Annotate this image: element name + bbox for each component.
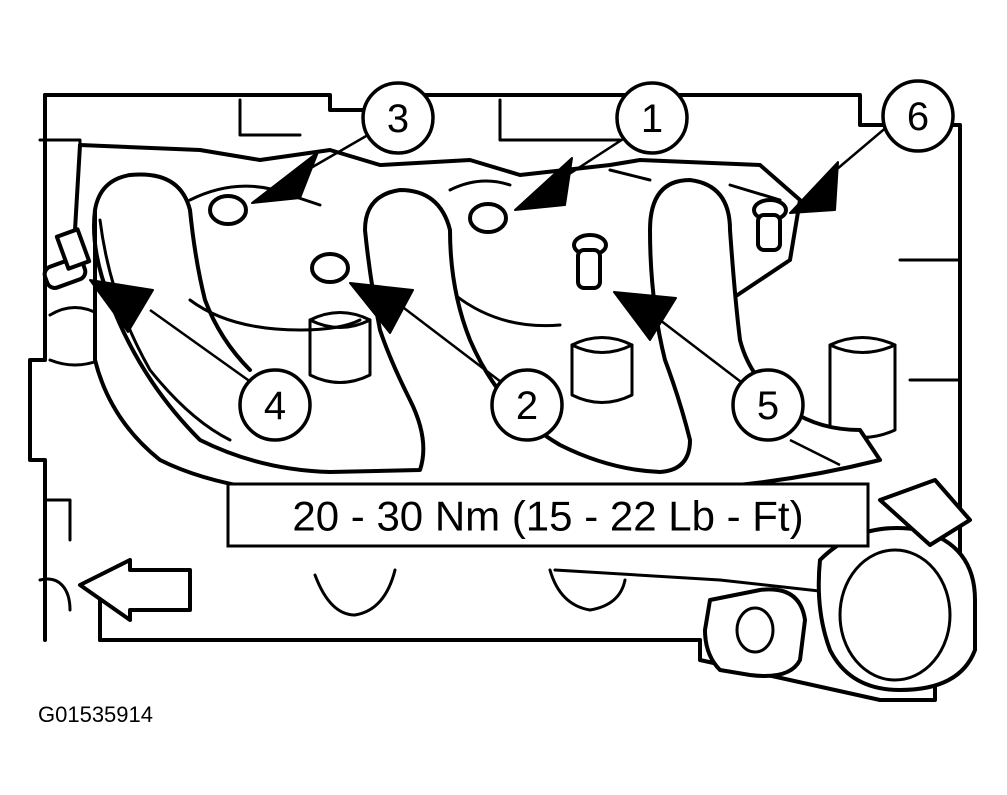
callout-2-label: 2 [516,384,538,428]
exhaust-manifold-body [92,168,882,497]
bolt-3-head [208,194,248,226]
manifold-flange [98,478,977,702]
torque-spec-text: 20 - 30 Nm (15 - 22 Lb - Ft) [292,493,803,540]
torque-spec-box: 20 - 30 Nm (15 - 22 Lb - Ft) [226,482,870,548]
callout-6: 6 [881,79,955,153]
front-direction-arrow [78,558,192,622]
callout-4-label: 4 [264,384,286,428]
stud-5 [572,233,608,290]
callout-5-label: 5 [757,384,779,428]
bolt-2-head [310,252,350,284]
pointer-arrows [89,119,896,467]
callout-2: 2 [490,368,564,442]
callout-6-label: 6 [907,95,929,139]
callout-3: 3 [361,81,435,155]
stud-6 [752,198,788,252]
callout-4: 4 [238,368,312,442]
bolt-heads [42,194,788,290]
stud-4 [42,227,92,290]
bolt-1-head [468,202,508,234]
callouts: 3 1 6 4 2 5 [238,79,955,442]
callout-1-label: 1 [641,97,663,141]
callout-3-label: 3 [387,97,409,141]
callout-5: 5 [731,368,805,442]
figure-id: G01535914 [38,702,153,727]
callout-1: 1 [615,81,689,155]
